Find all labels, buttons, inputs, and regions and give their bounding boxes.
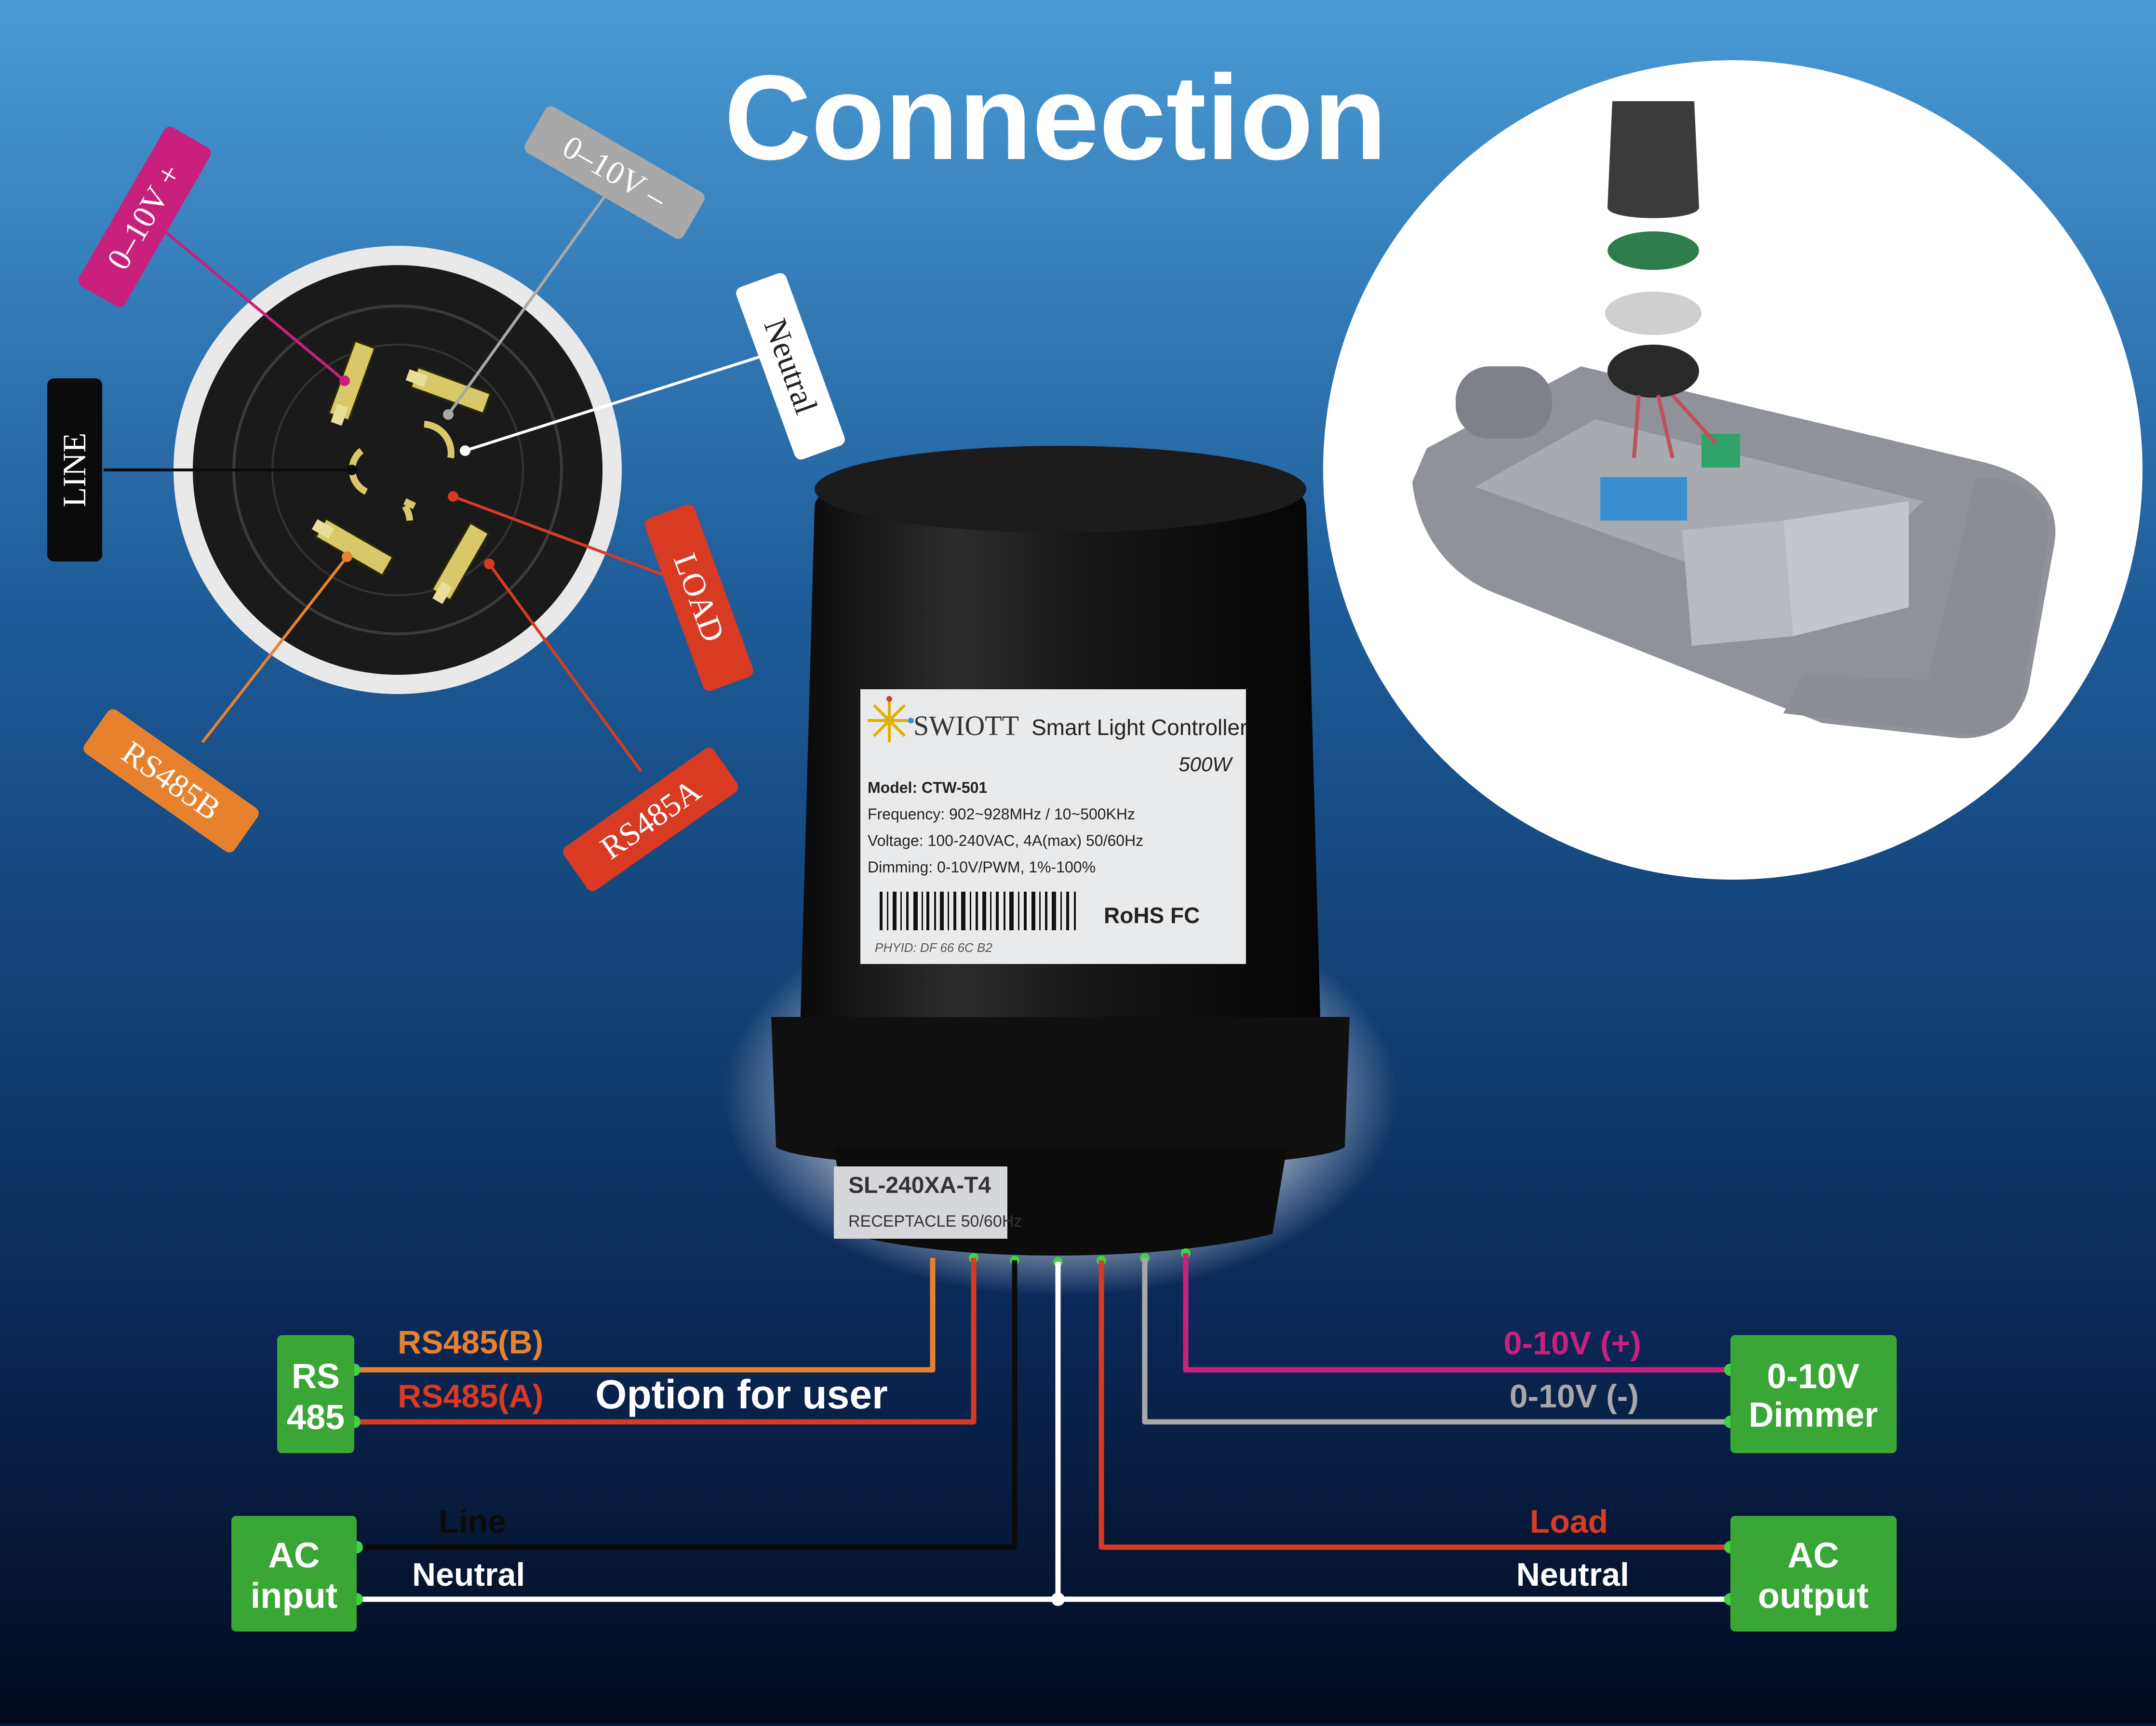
base-label	[834, 1166, 1007, 1239]
barcode	[880, 892, 1076, 930]
label-rs485b: RS485(B)	[398, 1324, 543, 1361]
product-wattage: 500W	[1178, 753, 1233, 776]
box-rs485-line1: RS	[292, 1357, 340, 1396]
label-load: Load	[1530, 1503, 1608, 1540]
label-frequency: Frequency: 902~928MHz / 10~500KHz	[868, 805, 1135, 823]
box-dimmer: 0-10V Dimmer	[1730, 1335, 1897, 1453]
label-phyid: PHYID: DF 66 6C B2	[875, 940, 992, 955]
wire-dim-minus	[1142, 1258, 1730, 1425]
product-name: Smart Light Controller	[1031, 715, 1247, 740]
heatsink-2	[1682, 521, 1793, 646]
box-ac-output-line2: output	[1758, 1576, 1869, 1616]
streetlight-illustration	[1323, 60, 2143, 880]
box-dimmer-line2: Dimmer	[1749, 1396, 1878, 1434]
controller-device: SL-240XA-T4 RECEPTACLE 50/60Hz SWIOTT Sm…	[723, 446, 1398, 1297]
tag-line: LINE	[47, 378, 102, 562]
leader-rs485b	[201, 556, 348, 743]
terminal-block	[1701, 434, 1740, 468]
wire-load	[1098, 1260, 1730, 1550]
box-ac-input: AC input	[231, 1516, 357, 1632]
neutral-junction	[1051, 1592, 1065, 1606]
leader-dim-plus	[158, 225, 346, 382]
device-base-ring	[771, 1017, 1350, 1169]
box-ac-input-line2: input	[251, 1576, 338, 1616]
base-text: RECEPTACLE 50/60Hz	[848, 1212, 1022, 1231]
box-ac-output-line1: AC	[1788, 1535, 1839, 1575]
driver-block	[1600, 477, 1687, 521]
label-voltage: Voltage: 100-240VAC, 4A(max) 50/60Hz	[868, 832, 1143, 849]
wire-line	[357, 1260, 1018, 1550]
leader-neutral	[465, 346, 791, 452]
brand-logo	[868, 696, 914, 742]
cert-marks: RoHS FC	[1104, 903, 1200, 928]
leader-rs485a	[488, 563, 643, 772]
label-neutral-left: Neutral	[412, 1556, 525, 1593]
brand-name: SWIOTT	[913, 710, 1019, 741]
tag-rs485a: RS485A	[563, 748, 738, 891]
leader-load	[452, 495, 700, 589]
pin-dim-minus	[405, 366, 492, 415]
box-ac-output: AC output	[1730, 1516, 1897, 1632]
wire-dim-plus	[1183, 1253, 1730, 1373]
leader-dim-minus	[447, 158, 633, 415]
exploded-pcb	[1607, 231, 1699, 270]
pin-load	[402, 498, 416, 521]
wire-rs485b	[354, 1258, 936, 1373]
box-ac-input-line1: AC	[268, 1535, 320, 1575]
tag-line-text: LINE	[56, 433, 93, 508]
box-rs485-line2: 485	[287, 1398, 345, 1437]
box-dimmer-line1: 0-10V	[1767, 1357, 1860, 1396]
label-line: Line	[439, 1503, 506, 1540]
exploded-disc	[1605, 292, 1701, 335]
exploded-cap	[1607, 101, 1699, 218]
label-model: Model: CTW-501	[868, 779, 987, 796]
heatsink-1	[1783, 501, 1909, 636]
wire-rs485a	[354, 1258, 977, 1425]
label-neutral-right: Neutral	[1516, 1556, 1629, 1593]
pin-rs485a	[430, 521, 490, 604]
pipe-mount	[1456, 366, 1552, 439]
label-rs485a: RS485(A)	[398, 1378, 543, 1415]
exploded-wires	[1632, 394, 1717, 458]
lens-cover	[1783, 477, 2049, 735]
base-code: SL-240XA-T4	[848, 1173, 991, 1198]
label-option-for-user: Option for user	[595, 1372, 888, 1417]
device-top	[815, 446, 1306, 533]
socket-leaders	[104, 158, 791, 772]
socket-body	[193, 265, 603, 675]
label-dimming: Dimming: 0-10V/PWM, 1%-100%	[868, 858, 1096, 876]
box-rs485: RS 485	[277, 1335, 354, 1453]
wiring	[354, 1253, 1730, 1602]
label-dim-plus: 0-10V (+)	[1504, 1325, 1641, 1362]
pin-neutral	[424, 421, 455, 459]
label-dim-minus: 0-10V (-)	[1510, 1378, 1639, 1415]
page-title: Connection	[724, 50, 1387, 185]
exploded-socket	[1607, 345, 1699, 398]
